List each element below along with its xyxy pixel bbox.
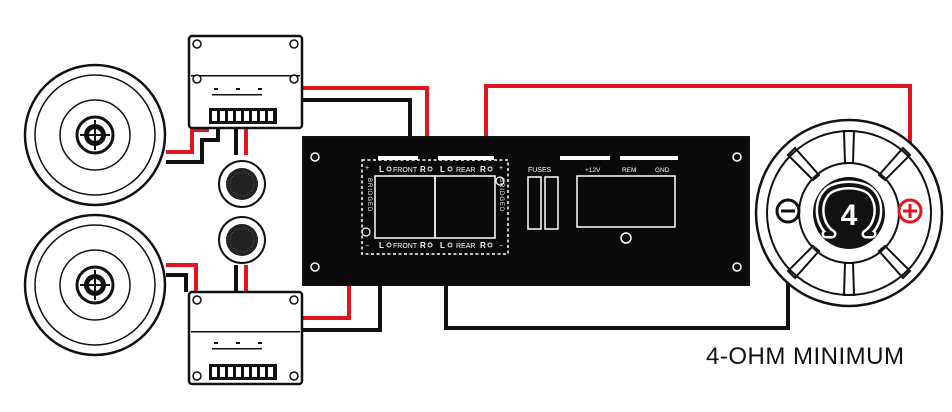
impedance-minimum-caption: 4-OHM MINIMUM bbox=[706, 343, 904, 370]
amp-screw-icon bbox=[732, 152, 742, 162]
bridge-minus-right: − bbox=[499, 243, 503, 250]
wire-bottom-woofer-positive bbox=[166, 263, 198, 292]
terminal-ring-icon bbox=[447, 166, 453, 172]
crossover-top bbox=[187, 34, 304, 130]
front-left-label-bottom: L bbox=[379, 241, 384, 250]
amp-hole-icon bbox=[361, 227, 371, 237]
terminal-ring-icon bbox=[447, 242, 453, 248]
rear-label-top: REAR bbox=[456, 167, 475, 174]
minus-terminal-icon bbox=[775, 198, 801, 224]
terminal-ring-icon bbox=[386, 166, 392, 172]
front-label-top: FRONT bbox=[393, 167, 418, 174]
plus-terminal-icon bbox=[897, 198, 923, 224]
front-left-label: L bbox=[379, 165, 384, 174]
tweeter-bottom bbox=[218, 216, 266, 264]
terminal-ring-icon bbox=[427, 166, 433, 172]
power-terminal-block bbox=[576, 175, 676, 228]
crossover-bottom bbox=[187, 290, 304, 386]
rear-right-label: R bbox=[480, 165, 486, 174]
front-right-label: R bbox=[420, 165, 426, 174]
impedance-value: 4 bbox=[841, 199, 858, 232]
amp-hole-icon bbox=[495, 176, 505, 186]
wire-top-woofer-negative bbox=[166, 118, 220, 164]
bridged-label-left: BRIDGED bbox=[366, 178, 372, 212]
tweeter-top bbox=[218, 160, 266, 208]
ohm-icon bbox=[815, 180, 883, 239]
wire-bottom-woofer-negative bbox=[166, 273, 188, 292]
terminal-ring-icon bbox=[487, 166, 493, 172]
subwoofer: 4 bbox=[754, 118, 944, 308]
amplifier: L FRONT R L REAR R L FRONT R L REAR R + … bbox=[302, 136, 750, 286]
front-right-label-bottom: R bbox=[420, 241, 426, 250]
front-label-bottom: FRONT bbox=[393, 243, 418, 250]
rear-left-label-bottom: L bbox=[440, 241, 445, 250]
woofer-top bbox=[23, 63, 167, 207]
power-gnd-label: GND bbox=[655, 167, 670, 174]
wire-front-left-positive bbox=[301, 86, 429, 158]
crossover-bottom-terminal-block bbox=[209, 364, 277, 380]
power-led-icon bbox=[620, 232, 632, 244]
power-rem-label: REM bbox=[622, 167, 636, 174]
rear-terminal-block bbox=[434, 175, 496, 239]
crossover-top-terminal-block bbox=[209, 108, 277, 124]
subwoofer-spokes bbox=[786, 130, 912, 296]
fuse-slot-right bbox=[544, 176, 559, 230]
bridge-plus-left: + bbox=[365, 165, 369, 172]
bridged-outline bbox=[361, 159, 509, 255]
terminal-ring-icon bbox=[386, 242, 392, 248]
bridge-minus-left: − bbox=[365, 243, 369, 250]
fuses-label: FUSES bbox=[528, 167, 552, 174]
rear-label-bottom: REAR bbox=[456, 243, 475, 250]
amp-screw-icon bbox=[732, 262, 742, 272]
rear-right-label-bottom: R bbox=[480, 241, 486, 250]
terminal-ring-icon bbox=[427, 242, 433, 248]
bridged-label-right: BRIDGED bbox=[498, 178, 504, 212]
amp-screw-icon bbox=[310, 152, 320, 162]
rear-left-label: L bbox=[440, 165, 445, 174]
terminal-ring-icon bbox=[487, 242, 493, 248]
amp-screw-icon bbox=[310, 262, 320, 272]
wires bbox=[166, 84, 912, 332]
fuse-slot-left bbox=[527, 176, 542, 230]
woofer-bottom bbox=[23, 213, 167, 357]
bridge-plus-right: + bbox=[499, 165, 503, 172]
power-12v-label: +12V bbox=[585, 167, 601, 174]
